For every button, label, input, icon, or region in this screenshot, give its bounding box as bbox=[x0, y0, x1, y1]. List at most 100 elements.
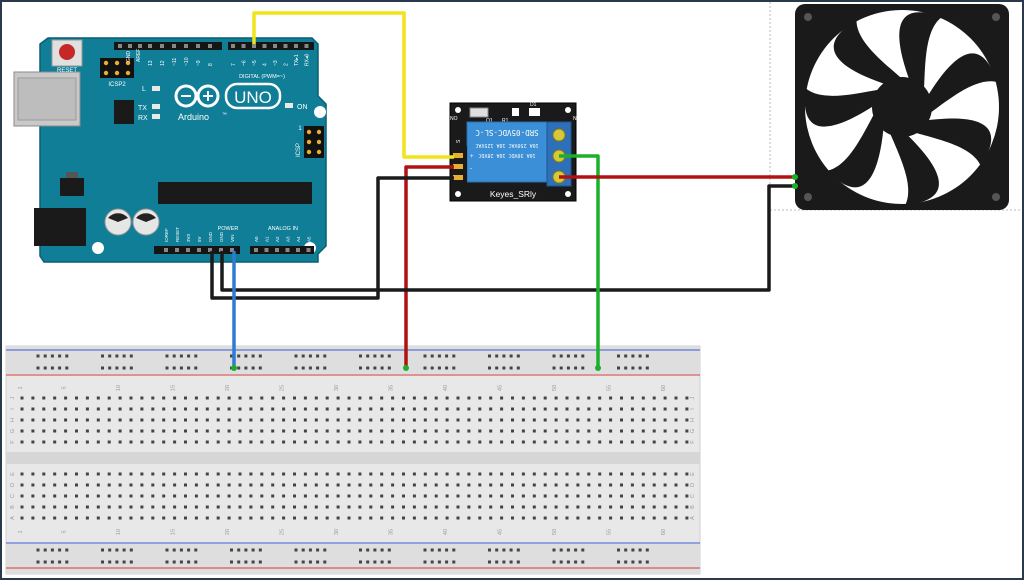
breadboard-hole bbox=[303, 516, 307, 520]
rail-hole bbox=[101, 560, 104, 564]
breadboard-hole bbox=[402, 418, 405, 422]
breadboard-hole bbox=[685, 418, 689, 422]
breadboard-hole bbox=[53, 494, 57, 498]
breadboard-hole bbox=[325, 483, 329, 487]
column-number: 10 bbox=[116, 385, 122, 391]
rail-hole bbox=[122, 548, 126, 552]
breadboard-hole bbox=[151, 494, 155, 498]
breadboard-hole bbox=[216, 418, 220, 422]
breadboard-hole bbox=[576, 418, 580, 422]
breadboard-hole bbox=[543, 494, 547, 498]
breadboard-hole bbox=[609, 418, 613, 422]
digital-pin bbox=[138, 44, 142, 48]
relay-hole bbox=[565, 107, 571, 113]
breadboard-hole bbox=[456, 472, 460, 476]
breadboard-hole bbox=[96, 516, 100, 520]
breadboard-hole bbox=[162, 505, 166, 509]
rail-hole bbox=[122, 560, 126, 564]
breadboard-hole bbox=[554, 396, 558, 400]
bottom-power-rail bbox=[6, 544, 700, 574]
breadboard-hole bbox=[467, 407, 471, 411]
breadboard-hole bbox=[565, 396, 569, 400]
rail-hole bbox=[574, 366, 578, 370]
breadboard-hole bbox=[543, 505, 547, 509]
breadboard-hole bbox=[293, 472, 296, 476]
analog-pin-label: A2 bbox=[275, 236, 280, 242]
breadboard-hole bbox=[271, 396, 275, 400]
breadboard-hole bbox=[587, 494, 591, 498]
breadboard-hole bbox=[674, 407, 678, 411]
breadboard-hole bbox=[423, 483, 427, 487]
breadboard-hole bbox=[565, 516, 569, 520]
rail-hole bbox=[172, 366, 176, 370]
digital-pin-label: ~3 bbox=[273, 60, 279, 66]
breadboard-hole bbox=[402, 505, 405, 509]
capacitor bbox=[132, 208, 160, 236]
fan-blades bbox=[804, 12, 997, 206]
breadboard-hole bbox=[107, 429, 111, 433]
rail-hole bbox=[179, 548, 183, 552]
breadboard-hole bbox=[64, 483, 68, 487]
breadboard-hole bbox=[325, 516, 329, 520]
rail-hole bbox=[502, 366, 506, 370]
rail-hole bbox=[488, 548, 491, 552]
digital-pin bbox=[231, 44, 235, 48]
rail-hole bbox=[624, 366, 628, 370]
breadboard-hole bbox=[260, 418, 264, 422]
breadboard-hole bbox=[663, 429, 667, 433]
digital-pin bbox=[252, 44, 256, 48]
rail-hole bbox=[165, 560, 169, 564]
breadboard-hole bbox=[489, 407, 493, 411]
breadboard-hole bbox=[347, 407, 351, 411]
breadboard-hole bbox=[609, 396, 613, 400]
breadboard-hole bbox=[227, 429, 231, 433]
breadboard-hole bbox=[336, 472, 340, 476]
breadboard-hole bbox=[402, 483, 405, 487]
breadboard-hole bbox=[423, 440, 427, 444]
breadboard-hole bbox=[391, 440, 395, 444]
row-letter: D bbox=[690, 483, 696, 487]
breadboard-hole bbox=[293, 505, 296, 509]
breadboard-hole bbox=[140, 505, 144, 509]
analog-pin bbox=[296, 248, 300, 252]
breadboard-hole bbox=[151, 418, 155, 422]
column-number: 60 bbox=[661, 529, 667, 535]
breadboard-hole bbox=[685, 516, 689, 520]
breadboard-hole bbox=[434, 472, 438, 476]
breadboard-hole bbox=[587, 407, 591, 411]
breadboard-hole bbox=[478, 494, 482, 498]
breadboard-hole bbox=[630, 483, 634, 487]
breadboard-hole bbox=[641, 429, 645, 433]
mounting-hole bbox=[92, 242, 104, 254]
row-letter: F bbox=[10, 440, 16, 444]
breadboard-hole bbox=[380, 516, 384, 520]
breadboard-hole bbox=[630, 407, 634, 411]
rail-hole bbox=[552, 366, 556, 370]
rail-hole bbox=[566, 560, 570, 564]
breadboard-hole bbox=[53, 429, 57, 433]
breadboard-hole bbox=[358, 396, 362, 400]
led-tx-label: TX bbox=[138, 105, 147, 112]
rail-hole bbox=[251, 560, 255, 564]
breadboard-hole bbox=[173, 440, 177, 444]
breadboard-hole bbox=[674, 396, 678, 400]
icsp2-header bbox=[100, 58, 134, 78]
breadboard-hole bbox=[620, 516, 623, 520]
breadboard-hole bbox=[500, 440, 504, 444]
breadboard-hole bbox=[151, 505, 155, 509]
breadboard-hole bbox=[511, 396, 514, 400]
breadboard-hole bbox=[521, 418, 525, 422]
rail-hole bbox=[645, 366, 649, 370]
capacitor bbox=[104, 208, 132, 236]
breadboard-hole bbox=[478, 483, 482, 487]
breadboard-hole bbox=[282, 407, 286, 411]
breadboard-hole bbox=[598, 494, 602, 498]
breadboard-hole bbox=[598, 483, 602, 487]
breadboard-hole bbox=[20, 418, 24, 422]
rail-hole bbox=[115, 366, 119, 370]
breadboard-hole bbox=[630, 472, 634, 476]
breadboard-hole bbox=[467, 505, 471, 509]
breadboard-hole bbox=[227, 396, 231, 400]
column-number: 35 bbox=[389, 385, 395, 391]
rail-hole bbox=[445, 366, 449, 370]
